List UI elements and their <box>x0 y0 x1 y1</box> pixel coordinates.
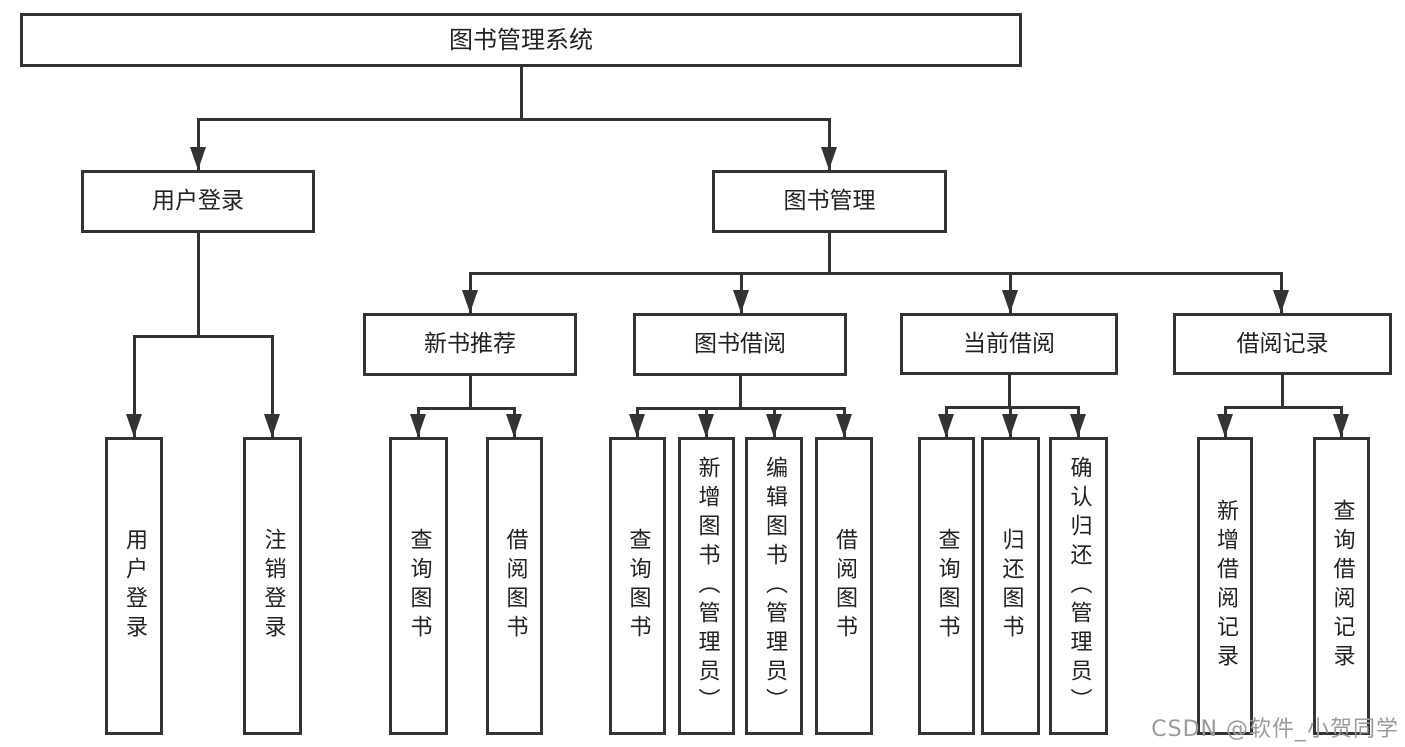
node-leaf-cb-query: 查询图书 <box>918 437 975 735</box>
node-label: 新增借阅记录 <box>1213 499 1238 673</box>
connector-line <box>270 335 274 437</box>
node-label: 新书推荐 <box>424 331 516 357</box>
node-leaf-br-query: 查询借阅记录 <box>1313 437 1370 735</box>
arrow-down-icon <box>1216 414 1233 437</box>
connector-line <box>196 118 200 170</box>
node-leaf-bb-borrow: 借阅图书 <box>815 437 873 735</box>
connector-line <box>132 335 136 437</box>
arrow-down-icon <box>1001 414 1018 437</box>
arrow-down-icon <box>461 290 478 313</box>
node-new-book-recommend: 新书推荐 <box>363 313 577 376</box>
node-label: 用户登录 <box>122 528 147 644</box>
node-leaf-nb-borrow: 借阅图书 <box>486 437 543 735</box>
arrow-down-icon <box>835 414 852 437</box>
node-leaf-nb-query: 查询图书 <box>389 437 448 735</box>
node-label: 新增图书（管理员） <box>694 455 720 717</box>
connector-line <box>132 335 274 338</box>
node-leaf-bb-add: 新增图书（管理员） <box>678 437 735 735</box>
arrow-down-icon <box>765 414 782 437</box>
arrow-down-icon <box>189 147 206 170</box>
connector-line <box>827 233 831 272</box>
arrow-down-icon <box>263 414 280 437</box>
connector-line <box>468 272 1283 275</box>
node-label: 注销登录 <box>260 528 286 644</box>
connector-line <box>1223 406 1343 409</box>
node-label: 查询图书 <box>625 528 651 644</box>
node-root: 图书管理系统 <box>20 13 1022 67</box>
arrow-down-icon <box>1332 414 1349 437</box>
node-label: 借阅图书 <box>502 528 528 644</box>
connector-line <box>944 406 1080 409</box>
node-leaf-bb-query: 查询图书 <box>609 437 666 735</box>
connector-line <box>1280 375 1284 406</box>
arrow-down-icon <box>1069 414 1086 437</box>
node-label: 图书借阅 <box>694 331 786 357</box>
node-user-login: 用户登录 <box>81 170 315 233</box>
connector-line <box>519 67 523 118</box>
node-leaf-user-login: 用户登录 <box>105 437 163 735</box>
arrow-down-icon <box>1272 290 1289 313</box>
node-label: 用户登录 <box>152 188 244 214</box>
node-label: 当前借阅 <box>963 330 1055 357</box>
node-label: 编辑图书（管理员） <box>762 455 787 717</box>
connector-line <box>196 118 831 121</box>
node-leaf-cb-confirm: 确认归还（管理员） <box>1049 437 1108 735</box>
connector-line <box>827 118 831 170</box>
node-borrowing-records: 借阅记录 <box>1173 313 1392 375</box>
node-current-borrowing: 当前借阅 <box>900 313 1118 375</box>
arrow-down-icon <box>697 414 714 437</box>
node-label: 借阅记录 <box>1236 330 1329 357</box>
arrow-down-icon <box>125 414 142 437</box>
node-leaf-bb-edit: 编辑图书（管理员） <box>745 437 803 735</box>
arrow-down-icon <box>628 414 645 437</box>
node-book-management: 图书管理 <box>712 170 947 233</box>
arrow-down-icon <box>732 290 749 313</box>
node-label: 图书管理系统 <box>449 26 593 54</box>
node-label: 归还图书 <box>998 528 1024 644</box>
arrow-down-icon <box>1001 290 1018 313</box>
node-label: 借阅图书 <box>832 528 857 644</box>
node-leaf-cb-return: 归还图书 <box>981 437 1040 735</box>
connector-line <box>196 233 200 335</box>
node-label: 查询借阅记录 <box>1329 499 1355 673</box>
arrow-down-icon <box>505 414 522 437</box>
node-leaf-br-add: 新增借阅记录 <box>1197 437 1253 735</box>
node-leaf-logout: 注销登录 <box>243 437 302 735</box>
arrow-down-icon <box>820 147 837 170</box>
csdn-watermark: CSDN @软件_小贺同学 <box>1151 717 1399 742</box>
connector-line <box>635 407 846 410</box>
node-label: 查询图书 <box>406 528 432 644</box>
arrow-down-icon <box>937 414 954 437</box>
connector-line <box>1007 375 1011 406</box>
connector-line <box>468 376 472 407</box>
node-label: 查询图书 <box>934 528 960 644</box>
node-label: 图书管理 <box>783 188 876 214</box>
arrow-down-icon <box>409 414 426 437</box>
node-book-borrowing: 图书借阅 <box>633 313 847 376</box>
connector-line <box>738 376 742 407</box>
node-label: 确认归还（管理员） <box>1066 455 1092 717</box>
connector-line <box>416 407 516 410</box>
